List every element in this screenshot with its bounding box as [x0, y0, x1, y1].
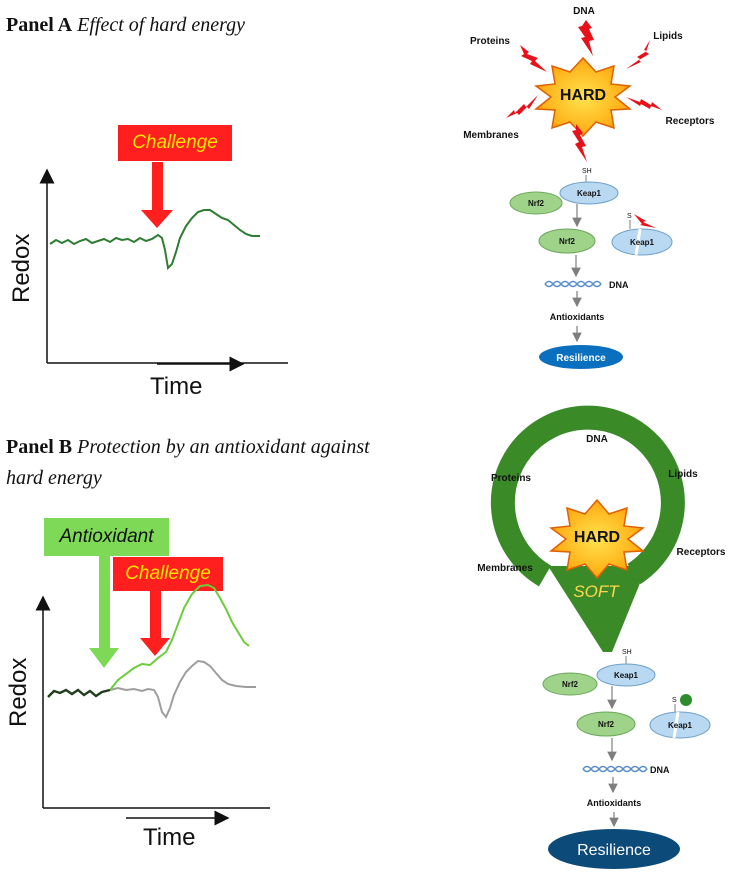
resilience-label-b: Resilience: [577, 842, 651, 859]
panel-b-subtitle-line1: Protection by an antioxidant against: [77, 436, 370, 458]
panel-b-redox-curve-antioxidant: [109, 583, 250, 691]
lightning-bolt-icon: [520, 45, 547, 72]
lightning-bolt-icon: [626, 97, 662, 110]
resilience-label-a: Resilience: [556, 353, 606, 364]
target-dna-b: DNA: [586, 434, 608, 445]
panel-b-label: Panel B: [6, 436, 73, 458]
panel-b-chart: [35, 556, 270, 826]
nrf2-free-label-a: Nrf2: [559, 237, 576, 246]
lightning-bolt-icon: [506, 95, 538, 118]
panel-a-title: Panel A Effect of hard energy: [6, 14, 245, 37]
panel-b-x-axis-label: Time: [143, 824, 196, 851]
keap1-oxidized-node-a: [611, 228, 673, 256]
lightning-bolt-icon: [634, 214, 656, 228]
panel-a-challenge-box: Challenge: [118, 125, 232, 161]
panel-a-subtitle: Effect of hard energy: [77, 14, 246, 36]
soft-ring: [490, 405, 685, 587]
keap1-node-b: [596, 663, 656, 687]
soft-label: SOFT: [573, 582, 620, 601]
target-membranes-a: Membranes: [463, 130, 519, 141]
panel-a-challenge-label: Challenge: [132, 132, 218, 153]
resilience-node-b: [548, 829, 680, 869]
target-proteins-b: Proteins: [491, 473, 531, 484]
nrf2-node-a: [509, 191, 563, 215]
keap1-oxidized-label-a: Keap1: [630, 238, 655, 247]
antioxidant-adduct-icon: [680, 694, 692, 706]
panel-b-challenge-arrow: [140, 591, 170, 656]
keap1-cleft-a: [634, 228, 642, 256]
nrf2-free-node-a: [538, 228, 596, 254]
panel-a-redox-curve: [49, 209, 260, 271]
nrf2-label-b: Nrf2: [562, 680, 579, 689]
sh-label-b: SH: [622, 649, 632, 656]
s-label-a: S: [627, 213, 632, 220]
panel-b-redox-curve-untreated: [109, 659, 256, 719]
panel-a-x-axis-label: Time: [150, 373, 203, 400]
nrf2-node-b: [542, 672, 598, 696]
panel-b-title: Panel B Protection by an antioxidant aga…: [6, 432, 416, 494]
antioxidants-label-b: Antioxidants: [587, 798, 642, 808]
panel-b-antioxidant-box: Antioxidant: [44, 518, 169, 556]
dna-label-a: DNA: [609, 280, 629, 290]
keap1-cleft-b: [672, 711, 680, 739]
keap1-label-b: Keap1: [614, 671, 639, 680]
lightning-bolt-icon: [626, 40, 650, 69]
panel-a-challenge-arrow: [141, 162, 173, 228]
keap1-node-a: [559, 181, 619, 205]
antioxidants-label-a: Antioxidants: [550, 312, 605, 322]
nrf2-free-node-b: [576, 711, 636, 737]
soft-arrowhead: [548, 566, 647, 652]
dna-helix-icon: [544, 280, 602, 288]
nrf2-free-label-b: Nrf2: [598, 720, 615, 729]
hard-starburst-a: [533, 56, 633, 138]
panel-b-antioxidant-label: Antioxidant: [59, 526, 154, 547]
dna-label-b: DNA: [650, 765, 670, 775]
target-receptors-a: Receptors: [666, 116, 715, 127]
diagram-b: SOFT HARD DNA Proteins Lipids Membranes …: [477, 405, 726, 869]
keap1-label-a: Keap1: [577, 189, 602, 198]
sh-label-a: SH: [582, 168, 592, 175]
hard-label-b: HARD: [574, 529, 620, 546]
lightning-bolt-icon: [572, 124, 587, 162]
target-proteins-a: Proteins: [470, 36, 510, 47]
target-membranes-b: Membranes: [477, 563, 533, 574]
s-label-b: S: [672, 697, 677, 704]
target-dna-a: DNA: [573, 6, 595, 17]
panel-b-redox-curve-baseline: [47, 688, 111, 698]
dna-helix-icon: [582, 765, 648, 773]
dna-helix-icon: [544, 280, 602, 288]
target-lipids-b: Lipids: [668, 469, 698, 480]
nrf2-label-a: Nrf2: [528, 199, 545, 208]
hard-label-a: HARD: [560, 87, 606, 104]
hard-starburst-b: [548, 498, 646, 580]
panel-a-label: Panel A: [6, 14, 73, 36]
panel-b-subtitle-line2: hard energy: [6, 467, 102, 489]
target-lipids-a: Lipids: [653, 31, 683, 42]
keap1-protected-label-b: Keap1: [668, 721, 693, 730]
diagram-a: HARD DNA Proteins Lipids Membranes Recep…: [463, 6, 715, 369]
resilience-node-a: [539, 345, 623, 369]
keap1-protected-node-b: [649, 711, 711, 739]
target-receptors-b: Receptors: [677, 547, 726, 558]
panel-b-antioxidant-arrow: [89, 556, 119, 668]
panel-b-challenge-label: Challenge: [125, 563, 211, 584]
panel-a-chart: [39, 162, 288, 372]
lightning-bolt-icon: [578, 20, 594, 56]
